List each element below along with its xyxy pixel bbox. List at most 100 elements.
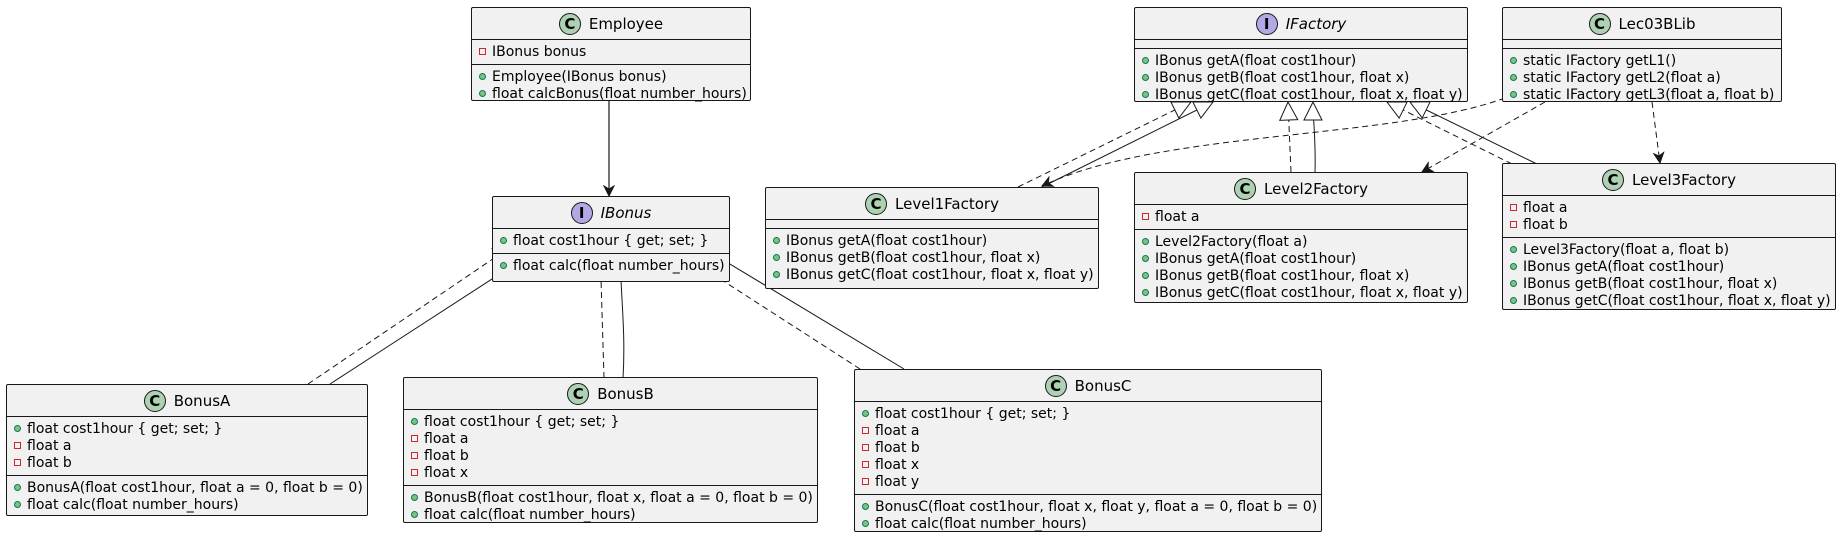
method-row: Level3Factory(float a, float b) xyxy=(1503,241,1835,258)
public-visibility-icon xyxy=(14,484,21,491)
methods-section: BonusA(float cost1hour, float a = 0, flo… xyxy=(7,475,367,517)
private-visibility-icon xyxy=(862,427,869,434)
field-text: float cost1hour { get; set; } xyxy=(27,420,223,437)
interface-stereotype-icon: I xyxy=(1255,12,1278,35)
private-visibility-icon xyxy=(862,461,869,468)
public-visibility-icon xyxy=(411,494,418,501)
method-row: static IFactory getL2(float a) xyxy=(1503,69,1781,86)
field-row: float a xyxy=(855,422,1321,439)
method-text: Level3Factory(float a, float b) xyxy=(1523,241,1730,258)
field-row: float cost1hour { get; set; } xyxy=(855,405,1321,422)
method-row: static IFactory getL1() xyxy=(1503,52,1781,69)
private-visibility-icon xyxy=(1510,204,1517,211)
class-name: IBonus xyxy=(600,203,652,222)
method-row: IBonus getA(float cost1hour) xyxy=(766,232,1098,249)
public-visibility-icon xyxy=(773,254,780,261)
method-row: IBonus getC(float cost1hour, float x, fl… xyxy=(766,266,1098,283)
class-name: IFactory xyxy=(1285,14,1347,33)
public-visibility-icon xyxy=(14,501,21,508)
field-text: float x xyxy=(875,456,920,473)
method-text: IBonus getA(float cost1hour) xyxy=(1523,258,1725,275)
method-row: BonusC(float cost1hour, float x, float y… xyxy=(855,498,1321,515)
field-row: IBonus bonus xyxy=(472,43,750,60)
public-visibility-icon xyxy=(862,503,869,510)
method-text: IBonus getC(float cost1hour, float x, fl… xyxy=(1523,292,1831,309)
edge-bonusC-ibonus-generalization xyxy=(700,246,905,370)
public-visibility-icon xyxy=(500,262,507,269)
method-text: IBonus getB(float cost1hour, float x) xyxy=(1155,267,1410,284)
field-text: float cost1hour { get; set; } xyxy=(424,413,620,430)
methods-section: BonusB(float cost1hour, float x, float a… xyxy=(404,485,817,527)
public-visibility-icon xyxy=(862,410,869,417)
public-visibility-icon xyxy=(411,511,418,518)
interface-stereotype-icon: I xyxy=(570,201,593,224)
edge-lec03blib-level1-dependency xyxy=(1042,97,1506,186)
field-text: float a xyxy=(1523,199,1568,216)
edge-level3-ifactory-realization xyxy=(1387,102,1513,165)
fields-section xyxy=(1503,40,1781,48)
methods-section: Level2Factory(float a)IBonus getA(float … xyxy=(1135,229,1467,305)
private-visibility-icon xyxy=(411,452,418,459)
method-row: float calc(float number_hours) xyxy=(855,515,1321,532)
edge-level1-ifactory-realization xyxy=(1017,102,1191,188)
method-text: IBonus getC(float cost1hour, float x, fl… xyxy=(1155,86,1463,103)
field-text: float cost1hour { get; set; } xyxy=(513,232,709,249)
class-header: I IBonus xyxy=(493,197,729,229)
public-visibility-icon xyxy=(862,520,869,527)
public-visibility-icon xyxy=(479,73,486,80)
methods-section: Level3Factory(float a, float b)IBonus ge… xyxy=(1503,237,1835,313)
method-text: static IFactory getL2(float a) xyxy=(1523,69,1721,86)
method-row: Level2Factory(float a) xyxy=(1135,233,1467,250)
field-row: float cost1hour { get; set; } xyxy=(493,232,729,249)
field-text: float a xyxy=(1155,208,1200,225)
edge-bonusC-ibonus-realization xyxy=(669,246,861,370)
field-text: float b xyxy=(875,439,920,456)
method-row: IBonus getA(float cost1hour) xyxy=(1135,250,1467,267)
field-row: float b xyxy=(404,447,817,464)
field-row: float y xyxy=(855,473,1321,490)
method-row: IBonus getA(float cost1hour) xyxy=(1135,52,1467,69)
field-text: float x xyxy=(424,464,469,481)
method-text: float calcBonus(float number_hours) xyxy=(492,85,747,102)
method-row: float calcBonus(float number_hours) xyxy=(472,85,750,102)
field-text: float cost1hour { get; set; } xyxy=(875,405,1071,422)
class-stereotype-icon: C xyxy=(1602,168,1625,191)
private-visibility-icon xyxy=(479,48,486,55)
public-visibility-icon xyxy=(479,90,486,97)
edge-lec03blib-level3-dependency xyxy=(1651,101,1660,163)
edge-bonusA-ibonus-realization xyxy=(307,246,512,385)
method-row: IBonus getB(float cost1hour, float x) xyxy=(1503,275,1835,292)
method-row: float calc(float number_hours) xyxy=(7,496,367,513)
method-text: float calc(float number_hours) xyxy=(875,515,1087,532)
method-row: IBonus getC(float cost1hour, float x, fl… xyxy=(1135,284,1467,301)
field-text: IBonus bonus xyxy=(492,43,587,60)
method-row: BonusB(float cost1hour, float x, float a… xyxy=(404,489,817,506)
field-row: float a xyxy=(1503,199,1835,216)
method-text: Employee(IBonus bonus) xyxy=(492,68,667,85)
public-visibility-icon xyxy=(773,237,780,244)
field-text: float a xyxy=(875,422,920,439)
class-stereotype-icon: C xyxy=(1588,12,1611,35)
method-text: Level2Factory(float a) xyxy=(1155,233,1308,250)
private-visibility-icon xyxy=(862,444,869,451)
field-text: float b xyxy=(27,454,72,471)
method-row: static IFactory getL3(float a, float b) xyxy=(1503,86,1781,103)
field-text: float y xyxy=(875,473,920,490)
methods-section: BonusC(float cost1hour, float x, float y… xyxy=(855,494,1321,536)
